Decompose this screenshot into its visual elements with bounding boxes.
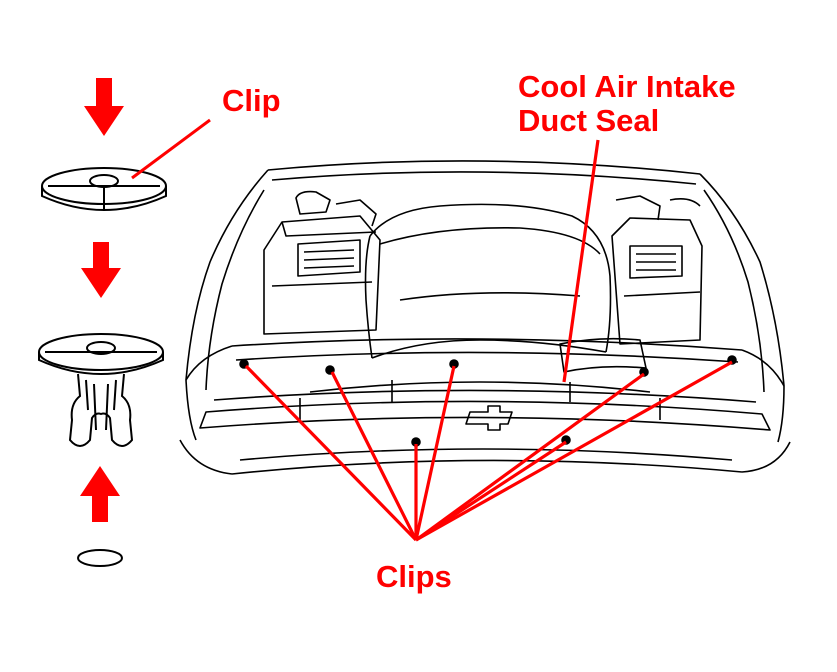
clips-leader-line xyxy=(244,364,418,542)
clips-leader-line xyxy=(415,360,733,542)
up-arrow-icon xyxy=(80,466,120,522)
clips-label: Clips xyxy=(376,559,452,594)
clips-leader-line xyxy=(330,371,418,541)
clip-cap-icon xyxy=(41,167,167,211)
clip-label: Clip xyxy=(222,83,281,118)
clip-body-icon xyxy=(38,333,164,447)
clip-exploded-view xyxy=(38,78,211,567)
clips-leader-line xyxy=(414,365,456,541)
callout-leader-lines xyxy=(244,139,733,542)
down-arrow-icon xyxy=(81,242,121,298)
washer-icon xyxy=(77,549,123,567)
intake-seal-leader-line xyxy=(562,139,600,383)
down-arrow-icon xyxy=(84,78,124,136)
intake-duct-seal-label: Cool Air Intake Duct Seal xyxy=(518,70,736,138)
clips-leader-line xyxy=(415,372,645,542)
intake-label-line-1: Cool Air Intake xyxy=(518,69,736,104)
clip-leader-line xyxy=(131,118,211,180)
intake-label-line-2: Duct Seal xyxy=(518,103,660,138)
engine-bay-linework xyxy=(179,160,791,475)
